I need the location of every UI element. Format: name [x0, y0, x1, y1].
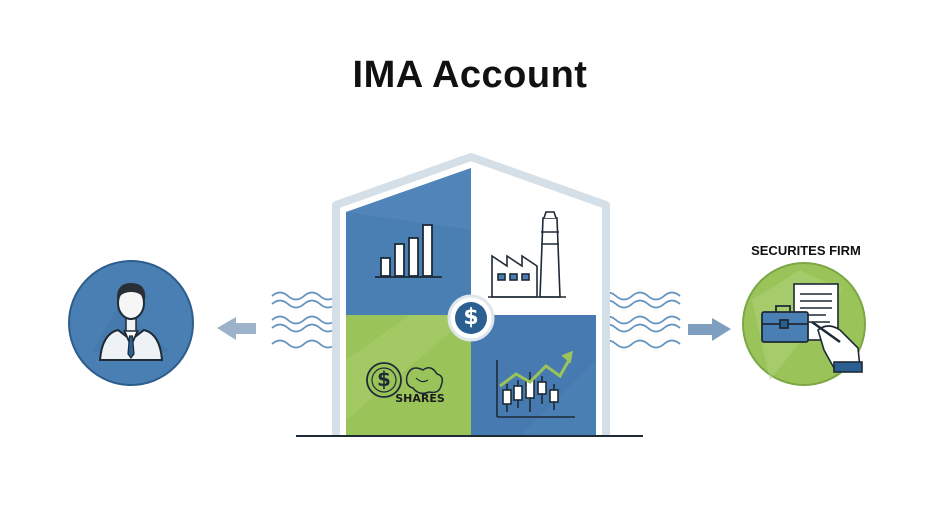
- securities-firm-label: SECURITES FIRM: [738, 243, 874, 258]
- shares-label: SHARES: [390, 392, 450, 405]
- briefcase-icon: [762, 306, 808, 342]
- securities-firm-badge: [743, 263, 865, 385]
- left-arrow-icon: [217, 317, 256, 340]
- wave-icon: [272, 293, 336, 348]
- investor-avatar: [69, 261, 193, 385]
- center-dollar-symbol: $: [459, 305, 483, 331]
- coin-dollar-symbol: $: [372, 366, 396, 392]
- wave-icon: [600, 293, 680, 348]
- right-arrow-icon: [688, 318, 731, 341]
